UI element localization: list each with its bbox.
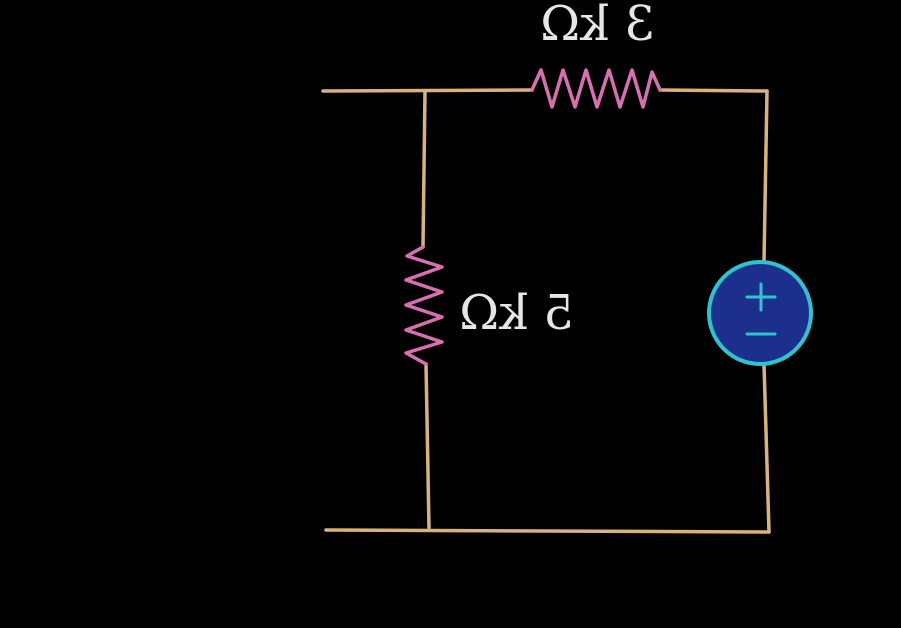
voltage-source: + −	[707, 260, 813, 366]
right-wire-lower	[762, 362, 771, 534]
resistor-top-label: 3 kΩ	[540, 0, 655, 52]
voltage-source-circle	[707, 260, 813, 366]
top-wire-left	[321, 88, 534, 93]
bottom-wire	[324, 528, 771, 534]
right-wire-upper	[762, 89, 769, 264]
left-branch-upper-wire	[421, 89, 427, 249]
resistor-left-label: 5 kΩ	[459, 285, 574, 341]
resistor-top-zigzag	[530, 68, 662, 109]
resistor-left-zigzag	[404, 245, 444, 366]
left-branch-lower-wire	[424, 362, 431, 530]
wires	[321, 88, 771, 534]
top-wire-right	[658, 88, 769, 93]
